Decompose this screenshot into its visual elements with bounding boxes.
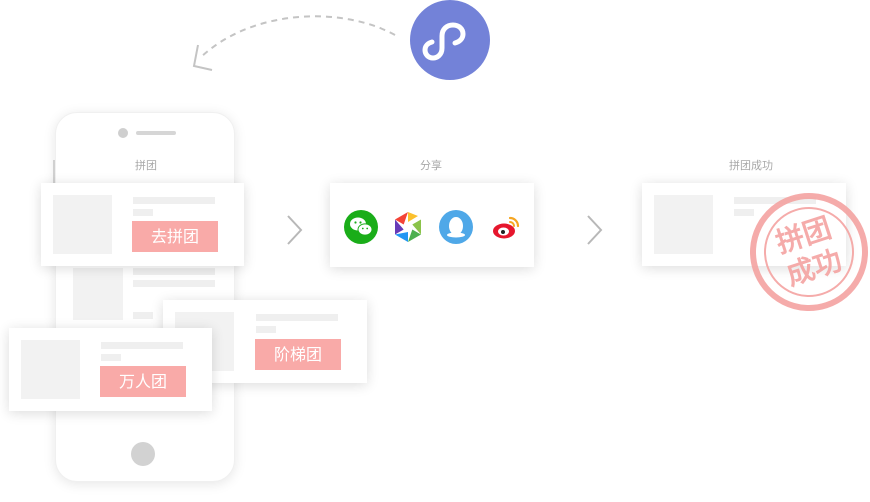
phone-camera	[118, 128, 128, 138]
moments-icon[interactable]	[391, 210, 425, 244]
mini-program-logo	[410, 0, 490, 80]
phone-side-button	[53, 160, 55, 185]
product-image	[21, 340, 80, 399]
step-label-share: 分享	[420, 159, 442, 172]
qq-icon[interactable]	[439, 210, 473, 244]
placeholder-line	[133, 312, 153, 319]
mini-program-icon	[422, 22, 466, 61]
subtitle-line	[256, 326, 276, 333]
group-card: 去拼团	[41, 183, 244, 266]
title-line	[256, 314, 338, 321]
title-line	[133, 197, 215, 204]
title-line	[101, 342, 183, 349]
title-line	[734, 197, 816, 204]
mass-group-button[interactable]: 万人团	[100, 366, 186, 397]
phone-home-button	[131, 442, 155, 466]
weibo-icon[interactable]	[489, 210, 523, 244]
chevron-right-icon	[287, 215, 303, 245]
chevron-right-icon	[587, 215, 603, 245]
placeholder-line	[133, 268, 215, 275]
subtitle-line	[101, 354, 121, 361]
share-card	[330, 183, 534, 267]
product-image	[654, 195, 713, 254]
wechat-icon[interactable]	[344, 210, 378, 244]
tiered-group-button[interactable]: 阶梯团	[255, 339, 341, 370]
placeholder-image	[73, 268, 123, 320]
subtitle-line	[133, 209, 153, 216]
phone-speaker	[136, 131, 176, 135]
step-label-group: 拼团	[135, 159, 157, 172]
product-image	[53, 195, 112, 254]
join-group-button[interactable]: 去拼团	[132, 221, 218, 252]
mass-group-card: 万人团	[9, 328, 212, 411]
step-label-success: 拼团成功	[729, 159, 773, 172]
success-card	[642, 183, 846, 266]
placeholder-line	[133, 280, 215, 287]
subtitle-line	[734, 209, 754, 216]
